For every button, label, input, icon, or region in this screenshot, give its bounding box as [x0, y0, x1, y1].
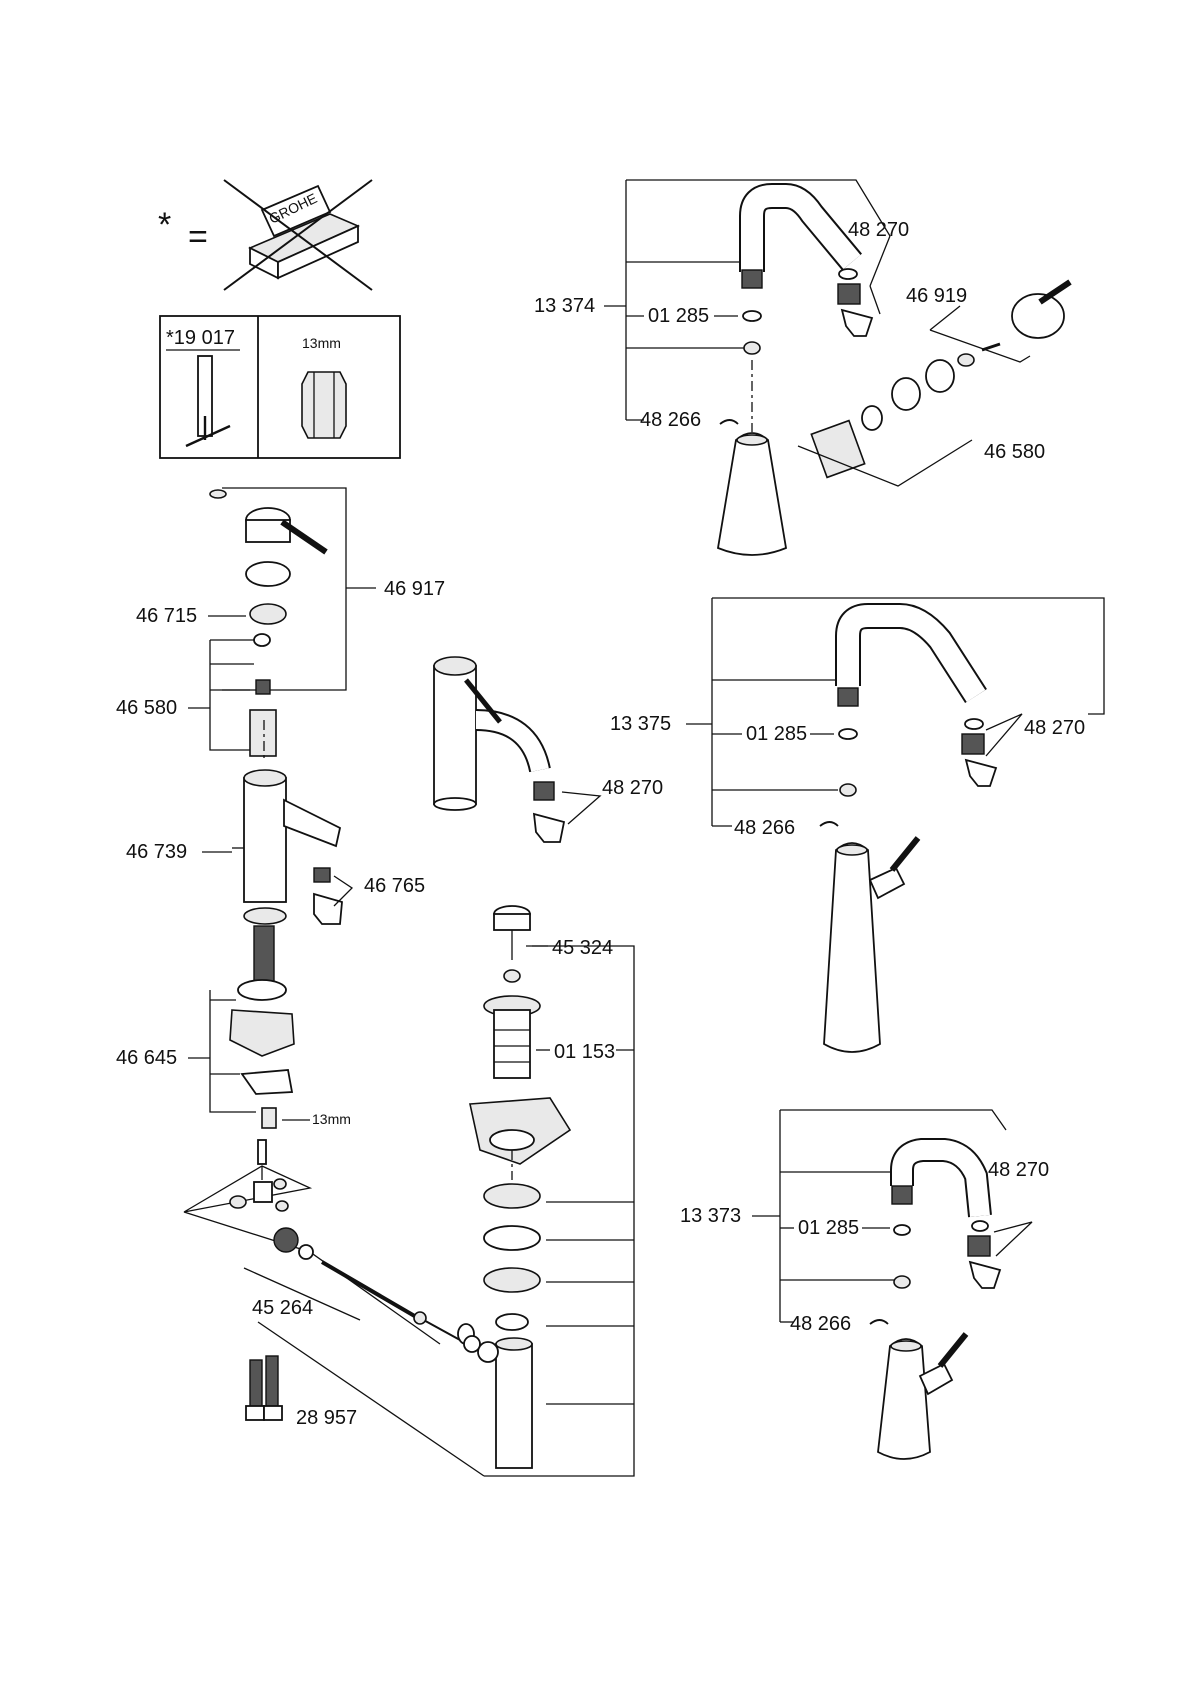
assembly-small-tap: 48 270: [434, 657, 663, 842]
label-01285-b: 01 285: [746, 723, 807, 745]
label-48266-c: 48 266: [790, 1313, 851, 1335]
label-01285-c: 01 285: [798, 1217, 859, 1239]
label-45264: 45 264: [252, 1297, 313, 1319]
label-45324: 45 324: [552, 937, 613, 959]
special-tool-box: *19 017 13mm: [160, 316, 400, 458]
label-46919: 46 919: [906, 285, 967, 307]
label-48266-a: 48 266: [640, 409, 701, 431]
label-01153: 01 153: [554, 1041, 615, 1063]
label-46917: 46 917: [384, 578, 445, 600]
socket-size: 13mm: [302, 335, 341, 351]
label-48270-d: 48 270: [988, 1159, 1049, 1181]
label-48270-b: 48 270: [602, 777, 663, 799]
assembly-13374: 13 374 01 285 48 266 48 270 46 919 46 58…: [534, 180, 1070, 555]
label-46580-b: 46 580: [116, 697, 177, 719]
label-01285-a: 01 285: [648, 305, 709, 327]
label-46739: 46 739: [126, 841, 187, 863]
assembly-linkage: 45 264 28 957: [184, 1166, 484, 1476]
tool-key-icon: [186, 356, 230, 446]
label-13374: 13 374: [534, 295, 595, 317]
label-13375: 13 375: [610, 713, 671, 735]
label-48266-b: 48 266: [734, 817, 795, 839]
label-46580-a: 46 580: [984, 441, 1045, 463]
socket-nut-icon: [302, 372, 346, 438]
no-packaging-notice: * = GROHE: [158, 180, 372, 290]
label-46715: 46 715: [136, 605, 197, 627]
assembly-13373: 13 373 01 285 48 266 48 270: [680, 1110, 1049, 1459]
label-48270-a: 48 270: [848, 219, 909, 241]
label-28957: 28 957: [296, 1407, 357, 1429]
label-48270-c: 48 270: [1024, 717, 1085, 739]
assembly-13375: 13 375 01 285 48 266 48 270: [610, 598, 1104, 1052]
assembly-main-basin-tap: 46 917 46 715 46 580 46 739 46 765 46 64…: [116, 488, 445, 1164]
grohe-box-icon: GROHE: [250, 186, 358, 278]
label-46645: 46 645: [116, 1047, 177, 1069]
assembly-popup-waste: 45 324 01 153: [458, 906, 634, 1476]
equals-mark: =: [188, 218, 208, 256]
asterisk-mark: *: [158, 206, 171, 244]
hose-pair-icon: [246, 1356, 282, 1420]
label-13373: 13 373: [680, 1205, 741, 1227]
label-13mm: 13mm: [312, 1111, 351, 1127]
tool-number: *19 017: [166, 327, 235, 349]
label-46765: 46 765: [364, 875, 425, 897]
